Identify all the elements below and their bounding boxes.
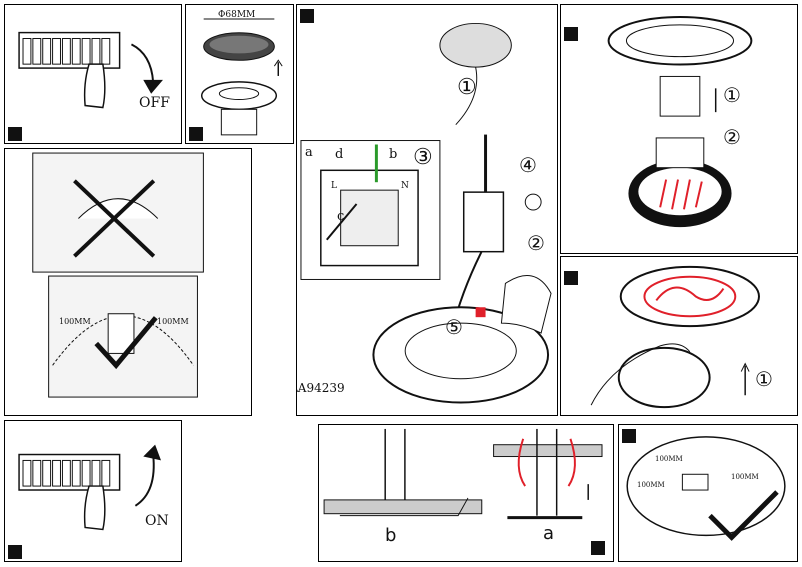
hole-cut-illustration bbox=[200, 18, 283, 136]
step-num-3: ③ bbox=[413, 145, 433, 170]
hole-size-label: Φ68MM bbox=[218, 10, 256, 20]
step-marker bbox=[8, 127, 22, 141]
step-marker bbox=[564, 27, 578, 41]
step-marker bbox=[300, 9, 314, 23]
terminal-N: N bbox=[401, 181, 409, 191]
lamp-step-1: ① bbox=[723, 83, 741, 107]
clearance-illustration bbox=[32, 152, 204, 398]
step-marker bbox=[189, 127, 203, 141]
step-num-5: ⑤ bbox=[445, 315, 463, 339]
terminal-L: L bbox=[331, 181, 337, 191]
final-100mm-left: 100MM bbox=[637, 481, 665, 489]
final-clearance-illustration bbox=[626, 436, 786, 541]
step-marker bbox=[622, 429, 636, 443]
panel-spring-clips: b a bbox=[318, 424, 614, 562]
terminal-a: a bbox=[305, 145, 313, 160]
lamp-push-illustration bbox=[590, 265, 760, 409]
step-num-1: ① bbox=[457, 75, 477, 100]
panel-lamp-insert: ① ② bbox=[560, 4, 798, 254]
breaker-on-illustration bbox=[18, 444, 162, 531]
final-100mm-right: 100MM bbox=[731, 473, 759, 481]
panel-wiring: ① a d b ③ L N c ④ ② ⑤ BLA94239 bbox=[296, 4, 558, 416]
on-label: ON bbox=[145, 513, 169, 529]
panel-lamp-push: ① bbox=[560, 256, 798, 416]
lamp-step-2: ② bbox=[723, 125, 741, 149]
panel-clearance: 100MM 100MM bbox=[4, 148, 252, 416]
terminal-b: b bbox=[389, 147, 398, 162]
terminal-d: d bbox=[335, 147, 344, 162]
breaker-off-illustration bbox=[18, 31, 163, 109]
model-code: BLA94239 bbox=[297, 381, 345, 395]
panel-hole-cut: Φ68MM bbox=[185, 4, 294, 144]
step-marker bbox=[8, 545, 22, 559]
clearance-100mm-right: 100MM bbox=[157, 317, 189, 326]
clearance-100mm-left: 100MM bbox=[59, 317, 91, 326]
step-marker bbox=[591, 541, 605, 555]
terminal-c: c bbox=[337, 209, 345, 224]
label-a: a bbox=[543, 523, 555, 544]
step-num-2: ② bbox=[527, 231, 545, 255]
wiring-illustration bbox=[300, 22, 552, 404]
panel-switch-off: OFF bbox=[4, 4, 182, 144]
spring-clips-illustration bbox=[323, 428, 603, 520]
label-b: b bbox=[385, 525, 397, 546]
step-marker bbox=[564, 271, 578, 285]
final-100mm-top: 100MM bbox=[655, 455, 683, 463]
panel-final-clearance: 100MM 100MM 100MM bbox=[618, 424, 798, 562]
step-num-4: ④ bbox=[519, 153, 537, 177]
lamp-insert-illustration bbox=[607, 15, 753, 228]
off-label: OFF bbox=[139, 95, 170, 111]
push-step-1: ① bbox=[755, 367, 773, 391]
panel-switch-on: ON bbox=[4, 420, 182, 562]
